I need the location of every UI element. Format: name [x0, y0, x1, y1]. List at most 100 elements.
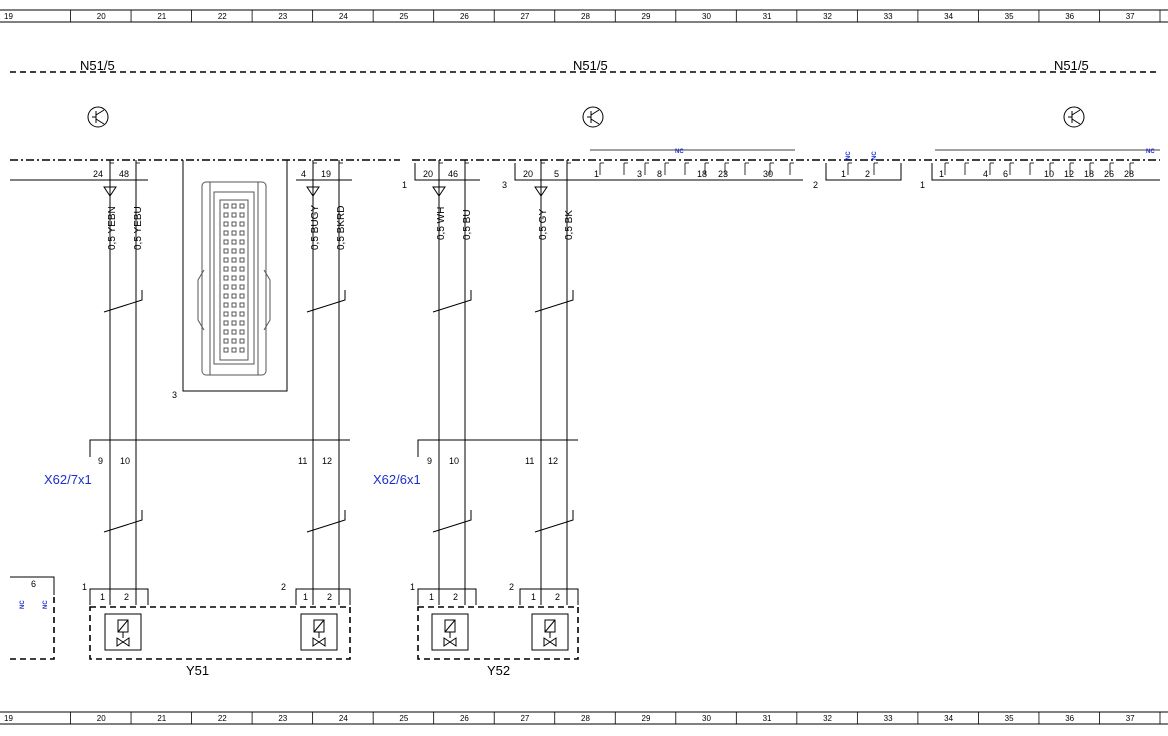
ground-triangles [103, 186, 548, 197]
transistor-icon [582, 106, 604, 128]
grid-number: 25 [399, 714, 408, 723]
pin-label: 10 [1044, 169, 1054, 179]
grid-number: 22 [218, 12, 227, 21]
nc-label: NC [20, 600, 26, 609]
grid-number: 23 [278, 12, 287, 21]
pin-label: 2 [124, 592, 129, 602]
pin-label: 4 [983, 169, 988, 179]
pin-label: 11 [298, 456, 307, 466]
grid-number: 26 [460, 12, 469, 21]
pin-label: 2 [865, 169, 870, 179]
grid-number: 22 [218, 714, 227, 723]
module-label-center: N51/5 [573, 58, 608, 73]
transistor-icon [1063, 106, 1085, 128]
pin-label: 4 [301, 169, 306, 179]
pin-label: 8 [657, 169, 662, 179]
wire-label: 0,5 GY [538, 209, 549, 240]
connector-bar-6 [931, 163, 1160, 181]
grid-number: 32 [823, 714, 832, 723]
nc-label: NC [1146, 149, 1155, 155]
grid-number: 20 [97, 714, 106, 723]
wire-label: 0,5 BU [462, 209, 473, 240]
y52-connector-2 [519, 588, 579, 605]
grid-number: 29 [642, 12, 651, 21]
pin-label: 10 [120, 456, 130, 466]
pin-label: 18 [697, 169, 707, 179]
wire-label: 0,5 BKRD [336, 206, 347, 250]
pin-label: 1 [303, 592, 308, 602]
grid-number: 23 [278, 714, 287, 723]
pin-label: 1 [841, 169, 846, 179]
connector-x62-6x1-bar [417, 439, 578, 457]
nc-label: NC [675, 149, 684, 155]
pin-label: 18 [1084, 169, 1094, 179]
callout: 3 [502, 180, 507, 190]
component-box-y51 [89, 606, 351, 660]
grid-number: 31 [763, 12, 772, 21]
pin-label: 9 [98, 456, 103, 466]
component-label-y52: Y52 [487, 663, 510, 678]
pin-label: 1 [100, 592, 105, 602]
grid-number: 28 [581, 714, 590, 723]
pin-label: 2 [327, 592, 332, 602]
pin-label: 28 [1124, 169, 1134, 179]
pin-label: 46 [448, 169, 458, 179]
grid-number: 37 [1126, 714, 1135, 723]
pin-label: 26 [1104, 169, 1114, 179]
pin-label: 6 [31, 579, 36, 589]
wire-lines [109, 160, 568, 605]
connector-label: X62/7x1 [44, 472, 92, 487]
pin-label: 12 [1064, 169, 1074, 179]
module-label-left: N51/5 [80, 58, 115, 73]
pin-label: 2 [453, 592, 458, 602]
connector-bar-3 [414, 163, 480, 181]
solenoid-valve-icons [104, 613, 569, 651]
connector-bar-5 [825, 163, 902, 181]
grid-number: 31 [763, 714, 772, 723]
callout: 3 [172, 390, 177, 400]
pin-label: 1 [594, 169, 599, 179]
grid-number: 26 [460, 714, 469, 723]
connector-x62-7x1-bar [89, 439, 350, 457]
grid-number: 34 [944, 12, 953, 21]
grid-number: 33 [884, 12, 893, 21]
callout: 2 [281, 582, 286, 592]
wire-label: 0,5 BK [564, 210, 575, 240]
connector-bar-4 [514, 163, 803, 181]
grid-number: 36 [1065, 714, 1074, 723]
grid-number: 36 [1065, 12, 1074, 21]
y51-connector-2 [295, 588, 351, 605]
solenoid-valve-icon [431, 613, 469, 651]
pin-label: 1 [429, 592, 434, 602]
component-label-y51: Y51 [186, 663, 209, 678]
wire-label: 0,5 YEBU [133, 206, 144, 250]
pin-label: 5 [554, 169, 559, 179]
grid-number: 30 [702, 12, 711, 21]
pin-label: 1 [531, 592, 536, 602]
pin-label: 30 [763, 169, 773, 179]
y51-connector-1 [89, 588, 149, 605]
partial-component-left [10, 597, 55, 660]
grid-number: 27 [520, 12, 529, 21]
callout: 2 [509, 582, 514, 592]
grid-number: 20 [97, 12, 106, 21]
solenoid-valve-icon [300, 613, 338, 651]
connector-housing-icon: 3 [172, 160, 288, 400]
grid-number: 28 [581, 12, 590, 21]
callout: 1 [82, 582, 87, 592]
transistor-icon [87, 106, 109, 128]
component-box-y52 [417, 606, 579, 660]
grid-number: 29 [642, 714, 651, 723]
grid-number: 32 [823, 12, 832, 21]
nc-label: NC [872, 151, 878, 160]
pin-label: 48 [119, 169, 129, 179]
grid-number: 24 [339, 12, 348, 21]
callout: 1 [402, 180, 407, 190]
connector-label: X62/6x1 [373, 472, 421, 487]
solenoid-valve-icon [531, 613, 569, 651]
grid-number: 35 [1005, 12, 1014, 21]
pin-label: 1 [939, 169, 944, 179]
